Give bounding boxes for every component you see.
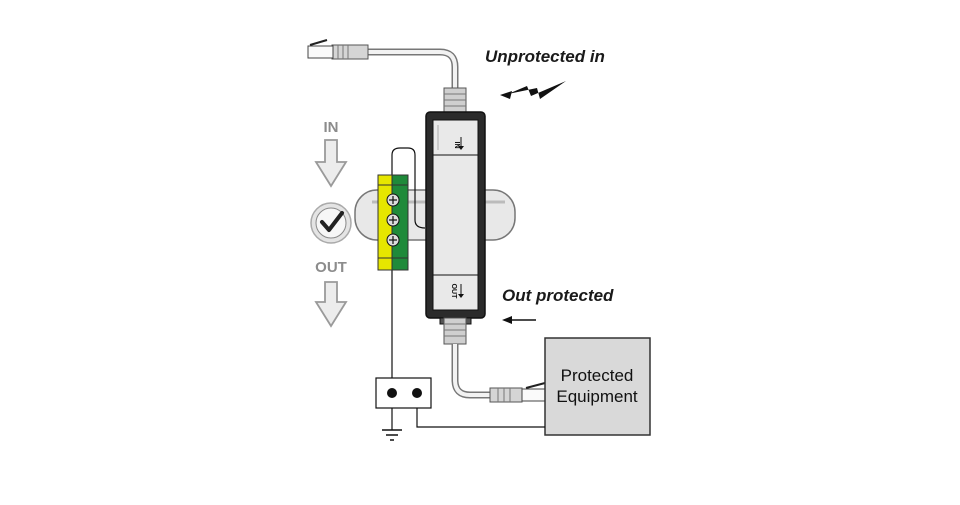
down-arrow-icon — [314, 281, 348, 328]
protected-equipment-box: Protected Equipment — [544, 337, 651, 436]
flow-indicator: IN OUT — [310, 119, 352, 328]
left-arrow-icon — [502, 316, 536, 324]
port-label-in: IN — [453, 137, 464, 150]
equipment-label-line1: Protected — [561, 366, 634, 385]
equipment-label-line2: Equipment — [556, 387, 638, 406]
checkmark-icon — [310, 202, 352, 244]
out-protected-annotation: Out protected — [502, 286, 614, 324]
output-cable — [443, 317, 547, 403]
terminal-screw-3 — [386, 233, 400, 247]
side-label-in: IN — [324, 119, 339, 136]
unprotected-in-label: Unprotected in — [485, 47, 605, 66]
svg-text:OUT: OUT — [450, 284, 457, 300]
surge-protector-device: IN OUT — [425, 111, 486, 325]
input-cable — [307, 39, 467, 113]
terminal-block — [377, 174, 409, 271]
port-label-out: OUT — [450, 284, 464, 300]
ground-terminal-box — [375, 377, 432, 409]
terminal-screw-1 — [386, 193, 400, 207]
svg-text:IN: IN — [453, 142, 460, 149]
terminal-screw-2 — [386, 213, 400, 227]
lightning-icon — [500, 81, 566, 99]
side-label-out: OUT — [315, 259, 347, 276]
out-protected-label: Out protected — [502, 286, 614, 305]
ground-icon — [382, 408, 402, 441]
down-arrow-icon — [314, 139, 348, 188]
unprotected-in-annotation: Unprotected in — [485, 47, 605, 99]
